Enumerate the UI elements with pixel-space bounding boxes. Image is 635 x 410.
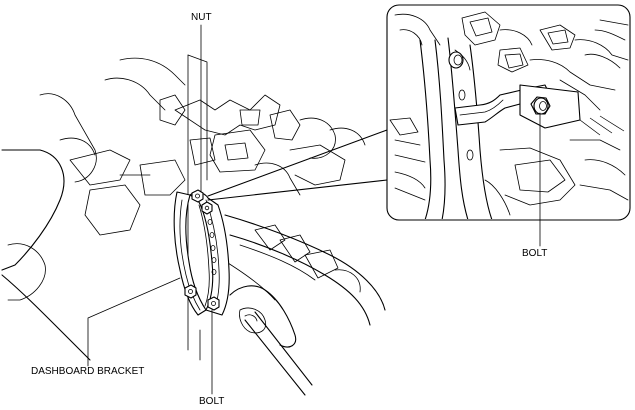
bolt-fastener-lower bbox=[184, 284, 220, 311]
leader-lines bbox=[87, 24, 541, 395]
dashboard-bracket-leader-line bbox=[87, 277, 181, 367]
dashboard-bracket-label: DASHBOARD BRACKET bbox=[31, 366, 145, 377]
bolt-bottom-label: BOLT bbox=[199, 396, 225, 407]
nut-fastener bbox=[191, 189, 213, 215]
bolt-inset-label: BOLT bbox=[522, 248, 548, 259]
nut-label: NUT bbox=[191, 12, 212, 23]
background-structure bbox=[1, 54, 386, 396]
dashboard-bracket bbox=[173, 191, 230, 316]
callout-connector bbox=[207, 129, 388, 201]
inset-detail-view bbox=[386, 4, 631, 221]
